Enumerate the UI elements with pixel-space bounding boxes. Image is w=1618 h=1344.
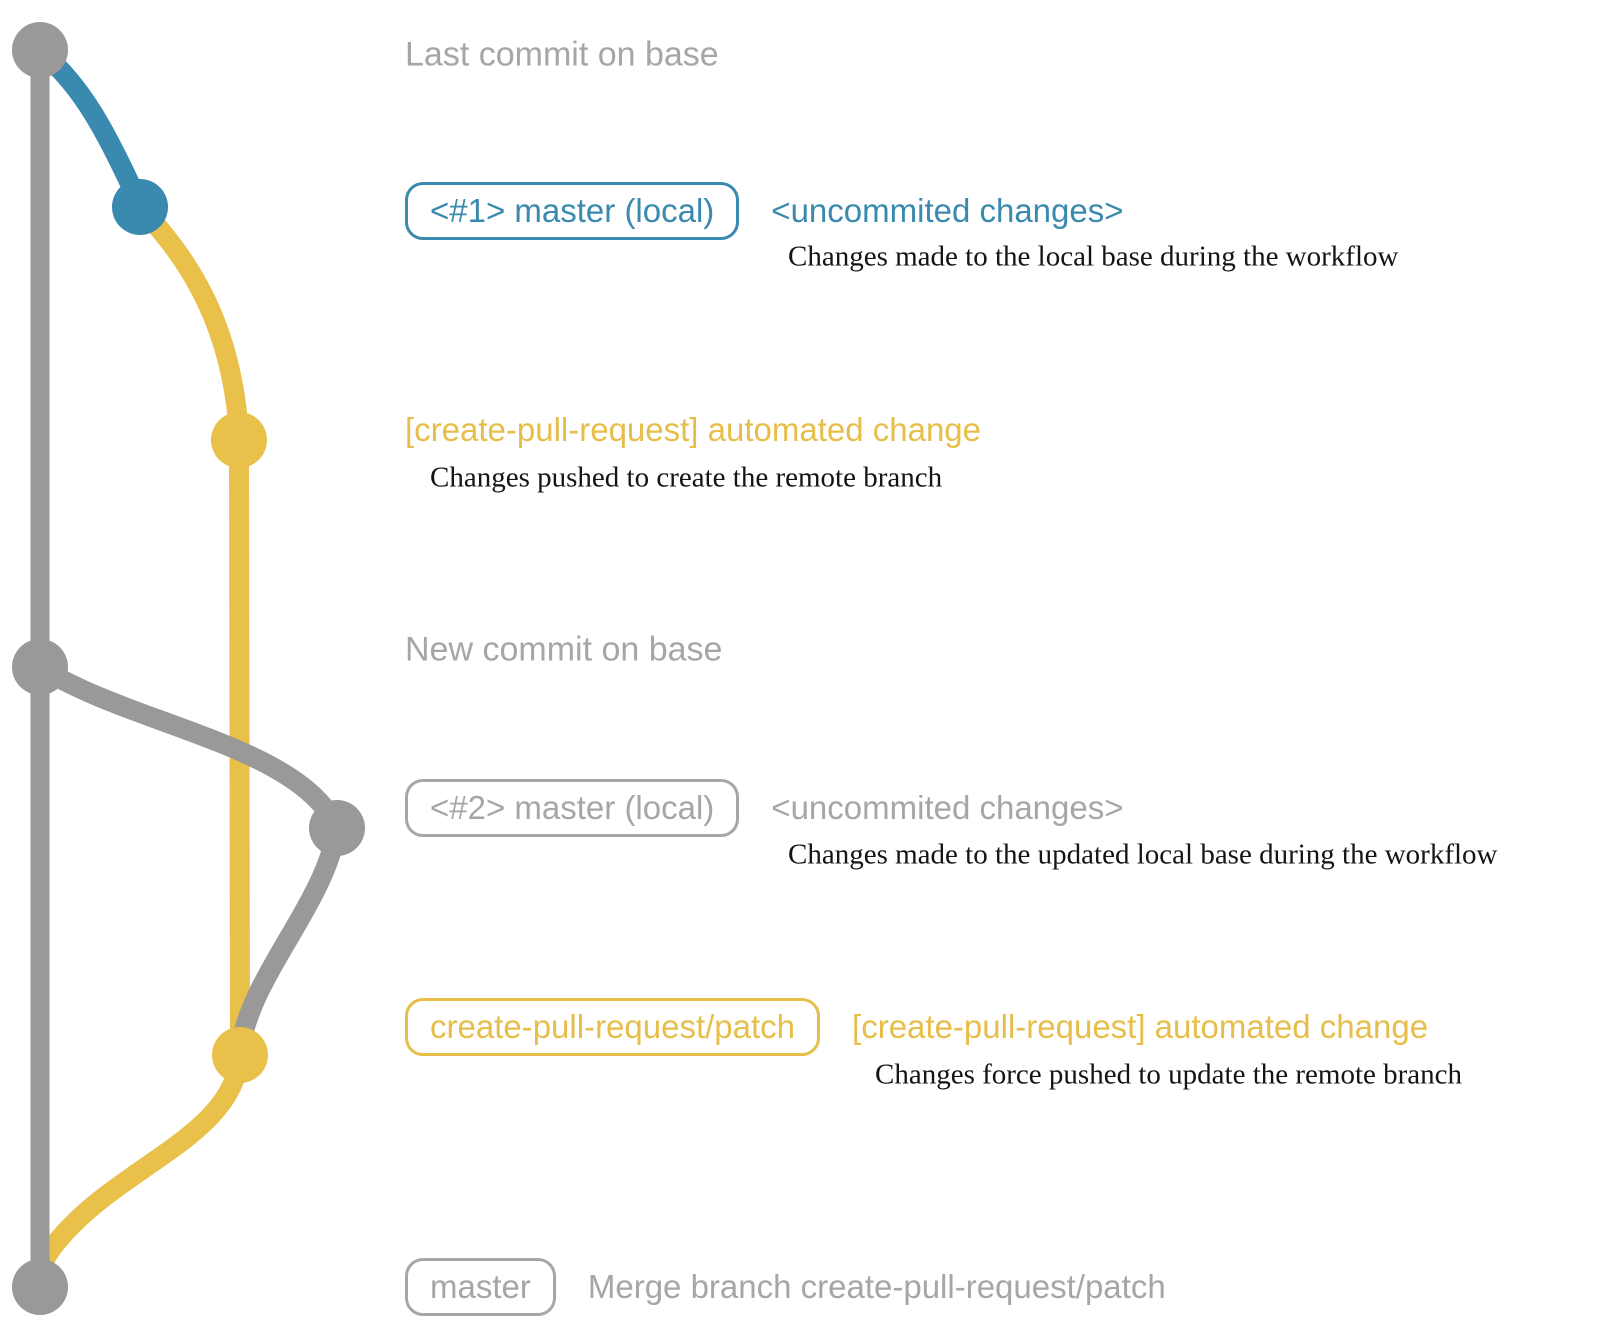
- commit-description-patch-1: Changes pushed to create the remote bran…: [430, 461, 943, 494]
- commit-message-automated-2: [create-pull-request] automated change: [852, 1008, 1429, 1045]
- commit-row-merge: master Merge branch create-pull-request/…: [405, 1258, 1166, 1316]
- commit-message-merge: Merge branch create-pull-request/patch: [587, 1268, 1166, 1305]
- branch-curve-force-push: [230, 818, 347, 1060]
- commit-row-patch-2: create-pull-request/patch [create-pull-r…: [405, 998, 1428, 1056]
- commit-row-local-master-1: <#1> master (local) <uncommited changes>: [405, 182, 1124, 240]
- commit-description-local-1: Changes made to the local base during th…: [788, 240, 1399, 273]
- branch-tag-master: master: [405, 1258, 556, 1316]
- commit-dot-local-master-1: [112, 179, 168, 235]
- commit-row-local-master-2: <#2> master (local) <uncommited changes>: [405, 779, 1124, 837]
- commit-dot-patch-2: [212, 1027, 268, 1083]
- commit-dot-local-master-2: [309, 800, 365, 856]
- commit-description-local-2: Changes made to the updated local base d…: [788, 838, 1498, 871]
- note-label: New commit on base: [405, 630, 723, 669]
- commit-dot-new-base: [12, 639, 68, 695]
- branch-tag-create-pull-request-patch: create-pull-request/patch: [405, 998, 821, 1056]
- note-last-commit-on-base: Last commit on base: [405, 36, 719, 75]
- commit-description-patch-2: Changes force pushed to update the remot…: [875, 1058, 1463, 1091]
- commit-dot-last-base: [12, 22, 68, 78]
- commit-message-uncommited-2: <uncommited changes>: [771, 789, 1124, 826]
- note-new-commit-on-base: New commit on base: [405, 631, 722, 670]
- branch-curve-create-pull-request-patch: [30, 197, 251, 1297]
- commit-message-uncommited-1: <uncommited changes>: [771, 192, 1124, 229]
- commit-dot-merge: [12, 1259, 68, 1315]
- commit-message-automated-1: [create-pull-request] automated change: [405, 411, 982, 448]
- note-label: Last commit on base: [405, 35, 719, 74]
- branch-tag-local-master-2: <#2> master (local): [405, 779, 740, 837]
- commit-dot-patch-1: [211, 412, 267, 468]
- branch-curve-local-master-2: [30, 657, 347, 838]
- commit-row-patch-1: [create-pull-request] automated change: [405, 411, 981, 449]
- branch-tag-local-master-1: <#1> master (local): [405, 182, 740, 240]
